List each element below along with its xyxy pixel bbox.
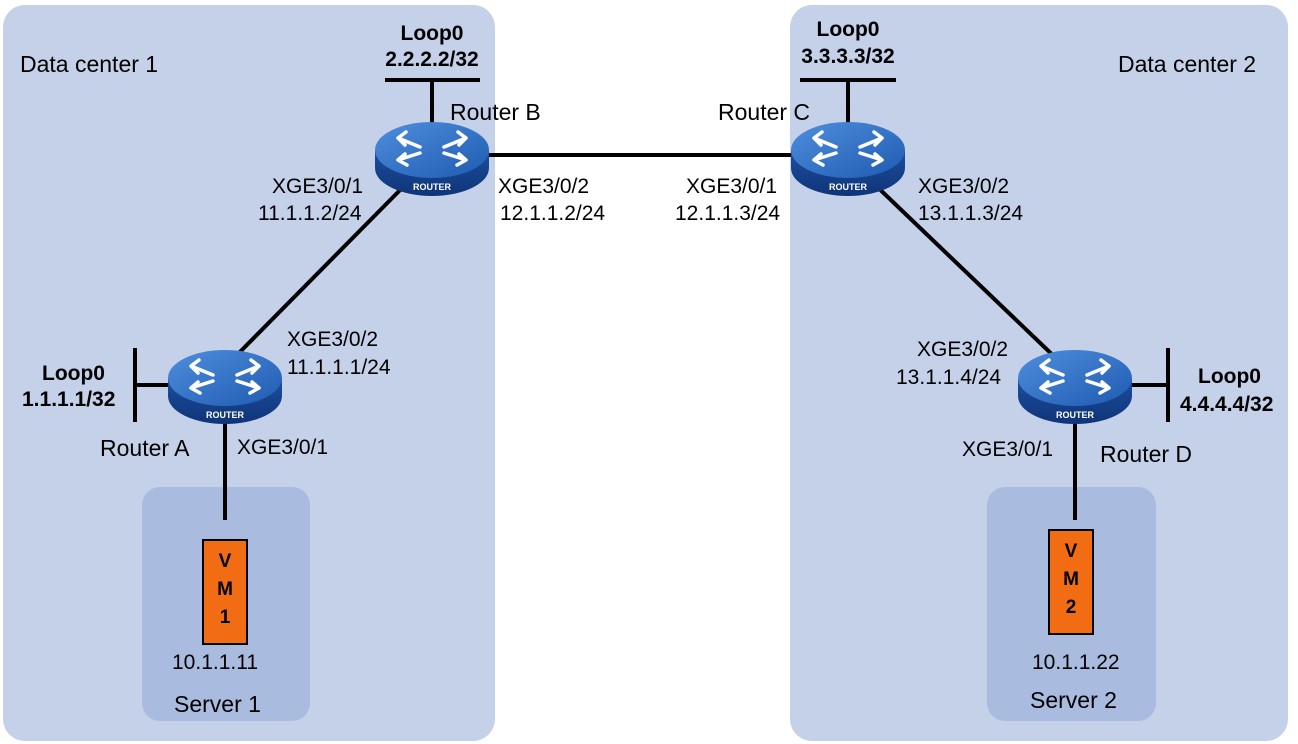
router-c-loopback-name: Loop0: [816, 18, 880, 41]
router-c-xge301-name: XGE3/0/1: [686, 175, 778, 198]
router-d-xge301-name: XGE3/0/1: [962, 438, 1054, 461]
router-d-xge302-name: XGE3/0/2: [917, 338, 1009, 361]
router-a-icon[interactable]: ROUTER: [168, 350, 282, 424]
router-c-xge302-address: 13.1.1.3/24: [918, 202, 1024, 225]
router-d-loopback-address: 4.4.4.4/32: [1180, 393, 1274, 416]
router-c-xge301-address: 12.1.1.3/24: [675, 202, 781, 225]
router-a-name: Router A: [100, 435, 190, 461]
router-a-loopback-address: 1.1.1.1/32: [22, 388, 116, 411]
vm-1-label-line1: V: [218, 551, 232, 572]
router-d-loopback-name: Loop0: [1198, 365, 1261, 388]
vm-2-label-line3: 2: [1065, 597, 1077, 618]
link-router-c-router-d: [868, 178, 1062, 364]
router-d-name: Router D: [1100, 441, 1193, 467]
router-a-xge301-name: XGE3/0/1: [237, 436, 329, 459]
server-1-ip: 10.1.1.11: [172, 651, 259, 674]
router-a-loopback-name: Loop0: [42, 362, 105, 385]
router-b-badge: ROUTER: [413, 182, 452, 192]
router-c-xge302-name: XGE3/0/2: [918, 175, 1010, 198]
server-2-name: Server 2: [1030, 687, 1117, 713]
server-1-name: Server 1: [174, 691, 261, 717]
router-a-xge302-address: 11.1.1.1/24: [287, 356, 391, 379]
router-c-badge: ROUTER: [829, 182, 868, 192]
server-2-ip: 10.1.1.22: [1032, 651, 1120, 674]
router-c-loopback-address: 3.3.3.3/32: [801, 45, 895, 68]
router-d-xge302-address: 13.1.1.4/24: [896, 366, 1002, 389]
router-b-loopback-address: 2.2.2.2/32: [385, 48, 479, 71]
router-b-xge301-name: XGE3/0/1: [272, 175, 364, 198]
vm-1-label-line3: 1: [219, 607, 231, 628]
router-b-xge302-name: XGE3/0/2: [498, 175, 590, 198]
router-c-name: Router C: [718, 99, 811, 125]
router-b-xge301-address: 11.1.1.2/24: [258, 202, 362, 225]
router-a-badge: ROUTER: [206, 410, 245, 420]
vm-2-label-line1: V: [1064, 541, 1078, 562]
vm-1-label-line2: M: [217, 579, 233, 600]
router-d-badge: ROUTER: [1056, 410, 1095, 420]
vm-2-label-line2: M: [1063, 569, 1079, 590]
router-b-name: Router B: [450, 99, 541, 125]
data-center-1-title: Data center 1: [20, 51, 159, 77]
router-d-icon[interactable]: ROUTER: [1018, 350, 1132, 424]
router-b-icon[interactable]: ROUTER: [375, 122, 489, 196]
router-a-xge302-name: XGE3/0/2: [287, 328, 379, 351]
vm-1-box[interactable]: [202, 539, 248, 645]
router-c-icon[interactable]: ROUTER: [791, 122, 905, 196]
vm-2-box[interactable]: [1048, 529, 1094, 635]
router-b-loopback-name: Loop0: [400, 22, 464, 45]
router-b-xge302-address: 12.1.1.2/24: [500, 202, 606, 225]
data-center-2-title: Data center 2: [1118, 51, 1257, 77]
link-router-a-router-b: [228, 178, 412, 364]
